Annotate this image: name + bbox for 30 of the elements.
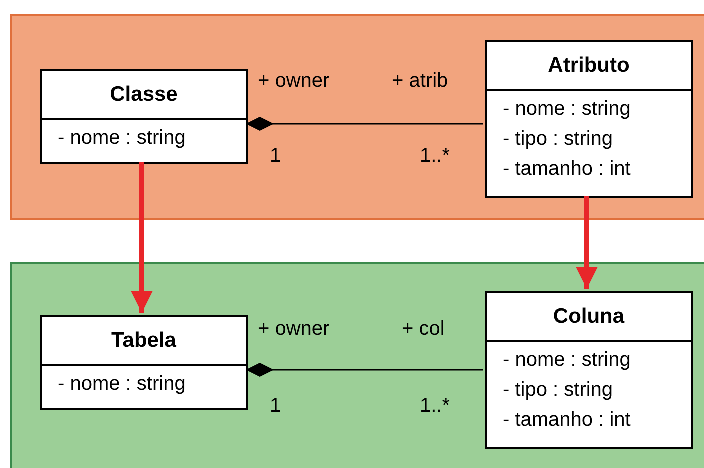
attribute-text: - tipo : string — [502, 378, 614, 403]
edge-end-label: + atrib — [392, 70, 448, 93]
composition-line — [246, 363, 483, 377]
band-background — [10, 262, 704, 468]
class-name: Atributo — [487, 42, 691, 91]
class-box — [485, 291, 693, 449]
edge-end-label: + owner — [258, 318, 330, 341]
arrow — [131, 162, 153, 313]
attribute-text: - tipo : string — [502, 127, 614, 152]
attribute-text: - nome : string — [502, 348, 632, 373]
class-box — [485, 40, 693, 198]
composition-line — [246, 117, 483, 131]
edge-end-label: 1 — [270, 145, 282, 168]
class-name: Tabela — [42, 317, 246, 366]
attribute-text: - nome : string — [57, 126, 187, 151]
edge-end-label: 1..* — [420, 395, 450, 418]
attribute-text: - tamanho : int — [502, 408, 632, 433]
class-name: Classe — [42, 71, 246, 120]
class-box — [40, 69, 248, 164]
attribute-text: - tamanho : int — [502, 157, 632, 182]
class-box — [40, 315, 248, 410]
attribute-text: - nome : string — [57, 372, 187, 397]
attribute-text: - nome : string — [502, 97, 632, 122]
class-name: Coluna — [487, 293, 691, 342]
edge-end-label: 1..* — [420, 145, 450, 168]
band-background — [10, 14, 704, 220]
arrow — [576, 196, 598, 289]
edge-end-label: + owner — [258, 70, 330, 93]
edge-end-label: + col — [402, 318, 445, 341]
edge-end-label: 1 — [270, 395, 282, 418]
